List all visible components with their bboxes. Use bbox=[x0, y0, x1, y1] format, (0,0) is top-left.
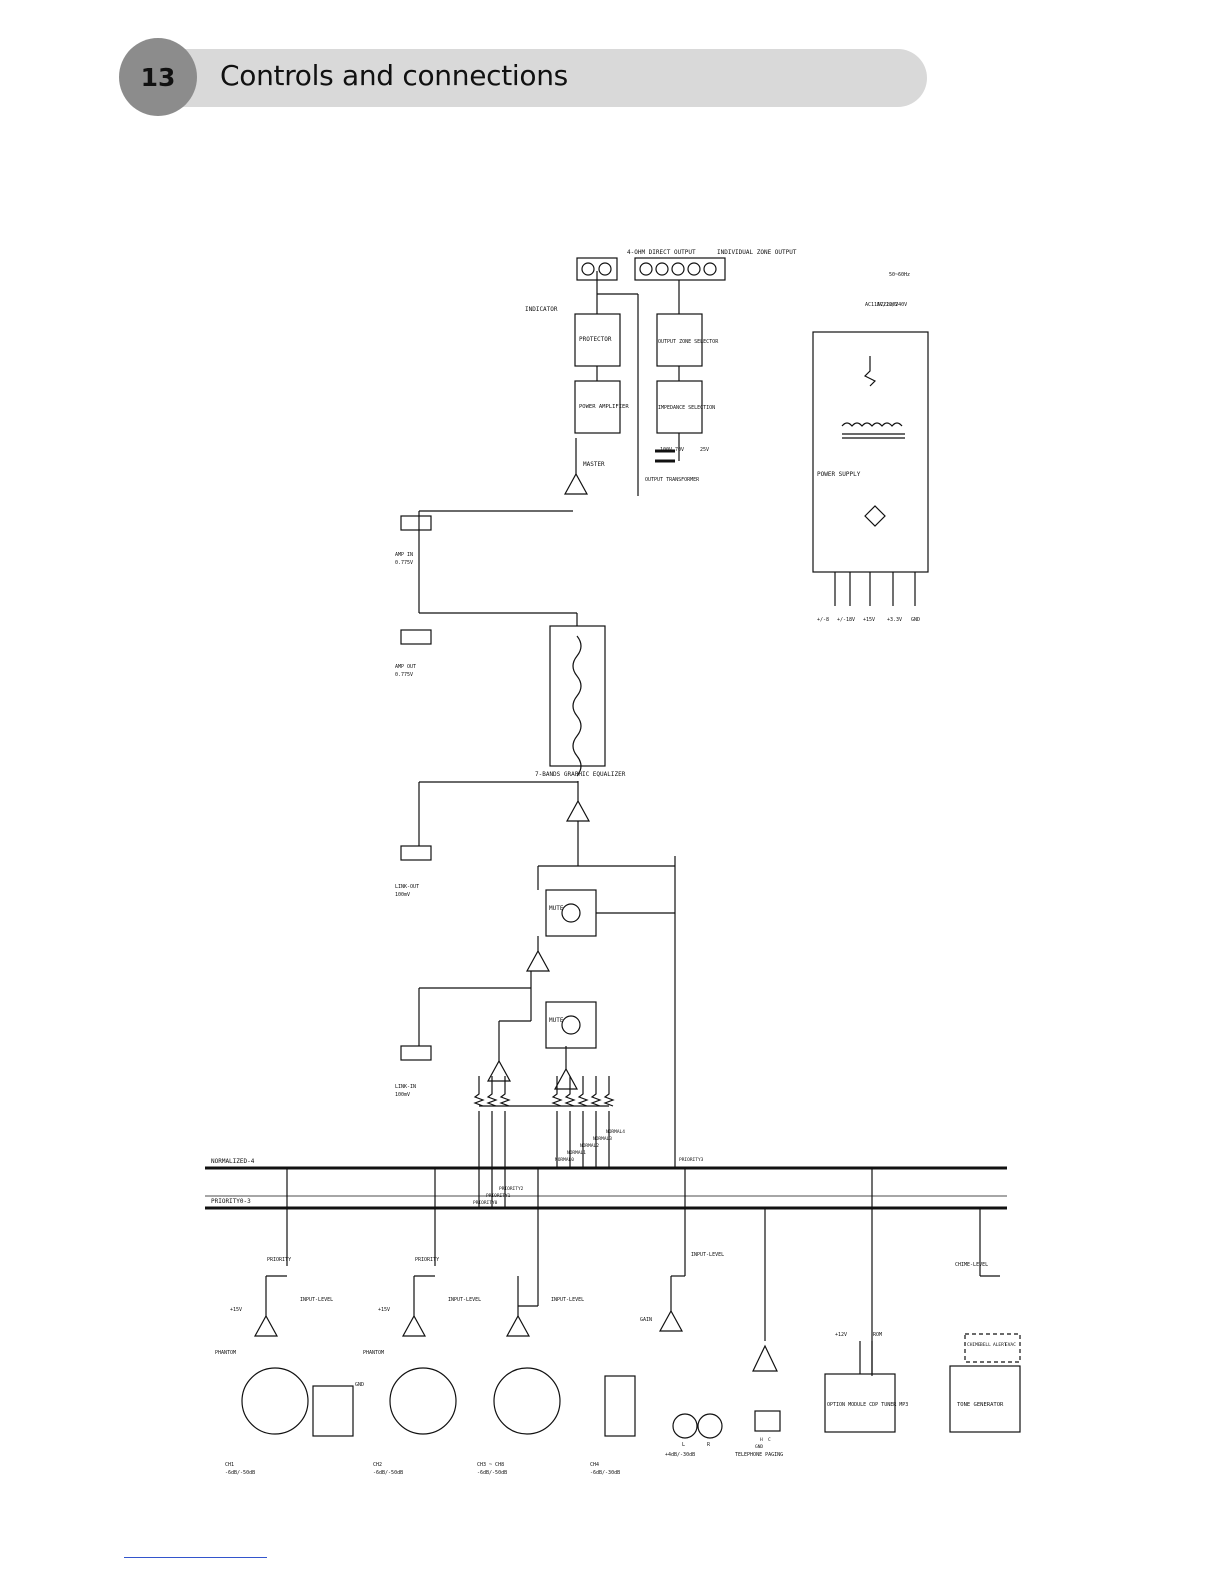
label-rail-pm18: +/-18V bbox=[837, 617, 855, 623]
label-transformer: OUTPUT TRANSFORMER bbox=[645, 477, 700, 483]
label-gnd: GND bbox=[355, 1382, 364, 1388]
page-number: 13 bbox=[140, 62, 176, 92]
label-master: MASTER bbox=[583, 461, 605, 468]
label-input-level-2: INPUT-LEVEL bbox=[448, 1297, 481, 1303]
label-mute-2: MUTE bbox=[549, 905, 564, 912]
label-link-out-level: 100mV bbox=[395, 892, 410, 898]
label-gain: GAIN bbox=[640, 1317, 652, 1323]
label-priority-switch-2: PRIORITY bbox=[415, 1257, 439, 1263]
label-tap-100v: 100V bbox=[660, 447, 672, 453]
label-plus12: +12V bbox=[835, 1332, 847, 1338]
label-phantom-2: PHANTOM bbox=[363, 1350, 384, 1356]
label-rail-gnd: GND bbox=[911, 617, 920, 623]
direct-output-jack bbox=[576, 257, 618, 281]
label-chime-level: CHIME-LEVEL bbox=[955, 1262, 988, 1268]
label-ch2: CH2 bbox=[373, 1462, 382, 1468]
tone-generator-box bbox=[949, 1365, 1021, 1433]
label-r: R bbox=[707, 1442, 711, 1448]
label-priority0: PRIORITY0 bbox=[473, 1200, 498, 1206]
label-amp-in-level: 0.775V bbox=[395, 560, 413, 566]
label-ch4: CH4 bbox=[590, 1462, 599, 1468]
label-l: L bbox=[682, 1442, 685, 1448]
label-evac: EVAC bbox=[1005, 1342, 1016, 1348]
label-priority3: PRIORITY3 bbox=[679, 1157, 704, 1163]
label-rom: ROM bbox=[873, 1332, 882, 1338]
label-mains-freq: 50~60Hz bbox=[889, 272, 910, 278]
label-zone-selector: OUTPUT ZONE SELECTOR bbox=[658, 339, 719, 345]
label-normal2: NORMAL2 bbox=[580, 1143, 599, 1149]
label-normal0: NORMAL0 bbox=[555, 1157, 574, 1163]
label-rca-range: +4dB/-30dB bbox=[665, 1452, 695, 1458]
label-ch3: CH3 ~ CH8 bbox=[477, 1462, 504, 1468]
label-priority1: PRIORITY1 bbox=[486, 1193, 511, 1199]
label-phone-gnd: GND bbox=[755, 1444, 763, 1450]
label-input-level-3: INPUT-LEVEL bbox=[551, 1297, 584, 1303]
label-link-out: LINK-OUT bbox=[395, 884, 419, 890]
label-rail-pm8: +/-8 bbox=[817, 617, 829, 623]
label-ch4-range: -6dB/-30dB bbox=[590, 1470, 620, 1476]
label-mains-1: AC115V/120V bbox=[865, 302, 898, 308]
label-telephone: TELEPHONE PAGING bbox=[735, 1452, 783, 1458]
header-bar bbox=[155, 49, 927, 107]
label-direct-output: 4-OHM DIRECT OUTPUT bbox=[627, 249, 696, 256]
label-rail-15: +15V bbox=[863, 617, 875, 623]
label-phone-h: H bbox=[760, 1437, 763, 1443]
label-tap-25v: 25V bbox=[700, 447, 709, 453]
label-normal3: NORMAL3 bbox=[593, 1136, 612, 1142]
label-zone-output: INDIVIDUAL ZONE OUTPUT bbox=[717, 249, 797, 256]
label-ch1-range: -6dB/-50dB bbox=[225, 1470, 255, 1476]
label-tone-generator: TONE GENERATOR bbox=[957, 1402, 1004, 1408]
label-link-in: LINK-IN bbox=[395, 1084, 416, 1090]
label-mute-1: MUTE bbox=[549, 1017, 564, 1024]
label-power-amplifier: POWER AMPLIFIER bbox=[579, 404, 629, 410]
label-chime: CHIME bbox=[967, 1342, 981, 1348]
mute-box-1 bbox=[545, 1001, 597, 1049]
label-rail-33: +3.3V bbox=[887, 617, 902, 623]
label-amp-out: AMP OUT bbox=[395, 664, 416, 670]
label-normal1: NORMAL1 bbox=[567, 1150, 586, 1156]
footer-rule bbox=[124, 1557, 267, 1558]
label-impedance: IMPEDANCE SELECTION bbox=[658, 405, 715, 411]
label-mains-2: AC220/240V bbox=[877, 302, 907, 308]
label-priority2: PRIORITY2 bbox=[499, 1186, 524, 1192]
label-power-supply: POWER SUPPLY bbox=[817, 471, 861, 478]
label-tap-70v: 70V bbox=[675, 447, 684, 453]
label-ch3-range: -6dB/-50dB bbox=[477, 1470, 507, 1476]
label-amp-out-level: 0.775V bbox=[395, 672, 413, 678]
label-plus15-1: +15V bbox=[230, 1307, 242, 1313]
label-input-level-1: INPUT-LEVEL bbox=[300, 1297, 333, 1303]
label-alert: ALERT bbox=[993, 1342, 1007, 1348]
label-phone-c: C bbox=[768, 1437, 771, 1443]
label-option-module: OPTION MODULE CDP TUNER MP3 bbox=[827, 1402, 908, 1408]
label-priority-switch-1: PRIORITY bbox=[267, 1257, 291, 1263]
ch1-xlr bbox=[241, 1367, 309, 1435]
label-link-in-level: 100mV bbox=[395, 1092, 410, 1098]
label-plus15-2: +15V bbox=[378, 1307, 390, 1313]
label-phantom-1: PHANTOM bbox=[215, 1350, 236, 1356]
block-diagram: NORMALIZED-4 PRIORITY0-3 4-OHM DIRECT OU… bbox=[205, 176, 1045, 1486]
label-equalizer: 7-BANDS GRAPHIC EQUALIZER bbox=[535, 771, 626, 778]
bus-label-normalized: NORMALIZED-4 bbox=[211, 1158, 255, 1165]
label-normal4: NORMAL4 bbox=[606, 1129, 625, 1135]
ch3-xlr bbox=[493, 1367, 561, 1435]
label-input-level-4: INPUT-LEVEL bbox=[691, 1252, 724, 1258]
page-number-badge: 13 bbox=[119, 38, 197, 116]
page-title: Controls and connections bbox=[220, 59, 568, 92]
label-amp-in: AMP IN bbox=[395, 552, 413, 558]
bus-label-priority: PRIORITY0-3 bbox=[211, 1198, 251, 1205]
label-bell: BELL bbox=[980, 1342, 991, 1348]
label-ch2-range: -6dB/-50dB bbox=[373, 1470, 403, 1476]
ch2-xlr bbox=[389, 1367, 457, 1435]
label-ch1: CH1 bbox=[225, 1462, 234, 1468]
label-protector: PROTECTOR bbox=[579, 336, 612, 343]
zone-output-jack bbox=[634, 257, 726, 281]
label-indicator: INDICATOR bbox=[525, 306, 558, 313]
